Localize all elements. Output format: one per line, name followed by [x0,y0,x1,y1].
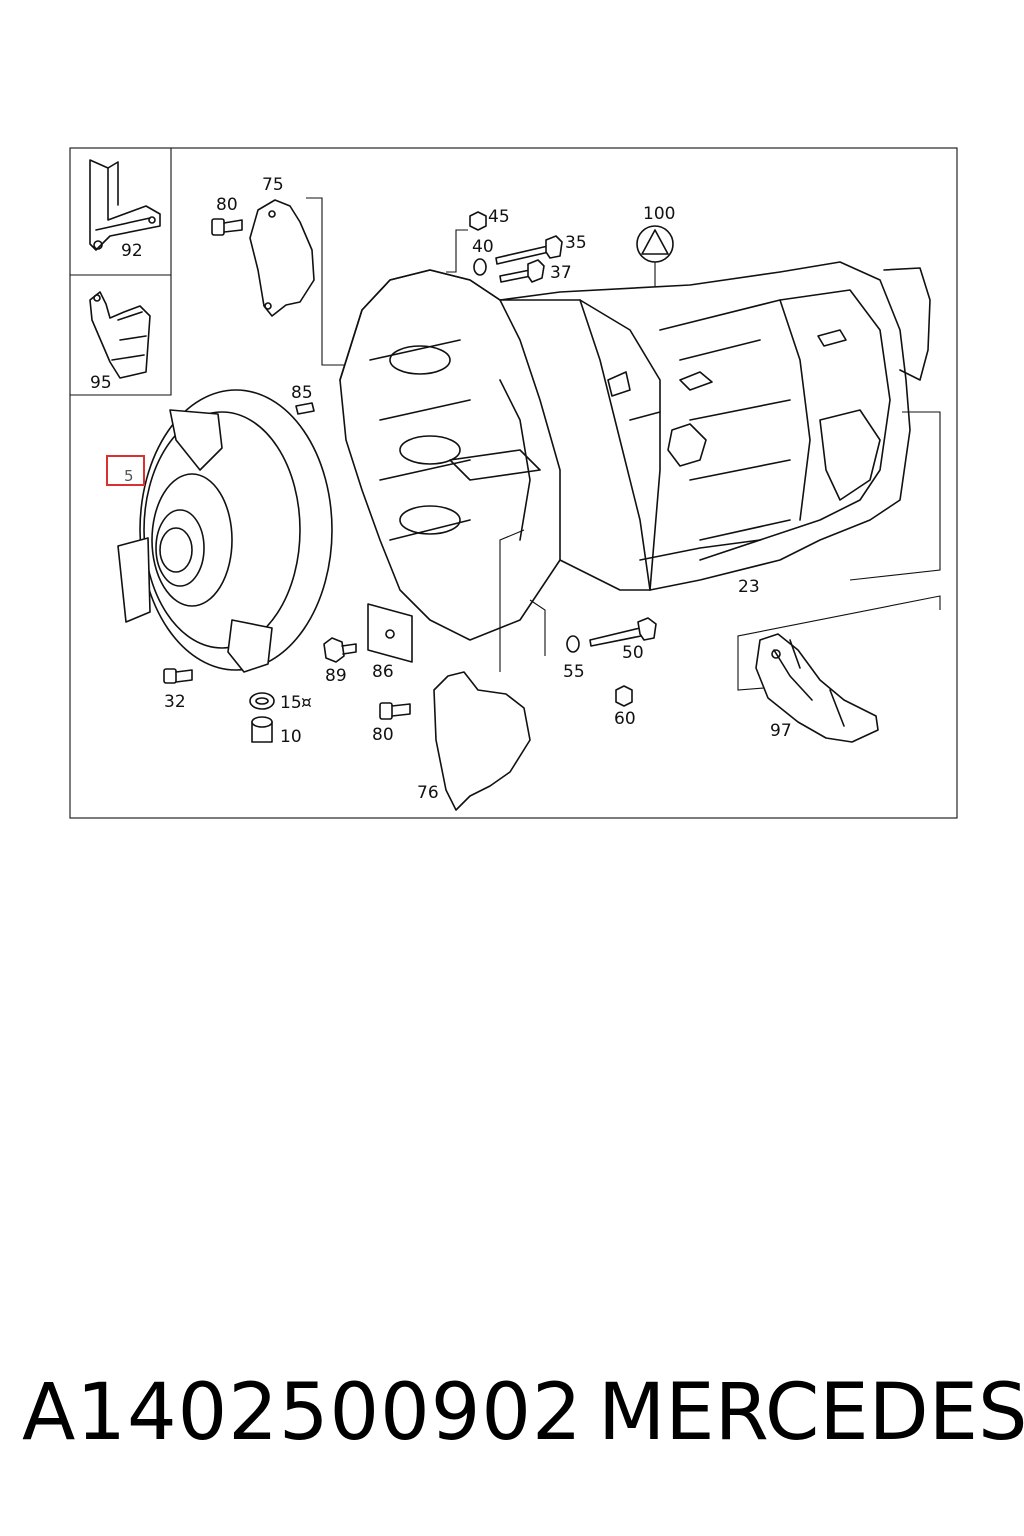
leader-97 [737,595,941,691]
leader-75 [306,197,360,366]
callout-15-mark: ¤ [301,693,312,713]
transmission-housing-drawing [339,261,931,641]
bolt-89-drawing [323,637,357,663]
callout-60: 60 [614,709,636,729]
leader-fasteners [446,229,468,273]
callout-32: 32 [164,692,186,712]
nut-60-drawing [615,685,633,707]
seal-15-plug-10-drawing [249,692,275,743]
callout-97: 97 [770,721,792,741]
callout-89: 89 [325,666,347,686]
bolt-80-bottom-drawing [379,702,411,720]
inset-frame [70,148,172,396]
callout-100: 100 [643,204,675,224]
cover-plate-76-drawing [433,671,531,811]
bolt-80-top-drawing [211,218,243,236]
brand-name: MERCEDES [598,1368,1024,1458]
washer-55-bolt-50-drawing [566,617,657,653]
fasteners-45-40-35-37-drawing [469,211,563,283]
callout-5: 5 [124,467,134,485]
callout-85: 85 [291,383,313,403]
mount-97-drawing [755,633,879,743]
callout-23: 23 [738,577,760,597]
pin-85-drawing [295,402,315,415]
callout-50: 50 [622,643,644,663]
bolt-32-drawing [163,668,193,684]
label-100-drawing [636,225,674,263]
torque-converter-drawing [117,389,333,673]
callout-80-top: 80 [216,195,238,215]
callout-15: 15 [280,693,302,713]
diagram-frame [69,147,958,819]
bracket-95-drawing [89,291,151,379]
callout-35: 35 [565,233,587,253]
callout-10: 10 [280,727,302,747]
exploded-parts-diagram: 92 95 80 75 85 45 40 35 37 1 [69,147,958,819]
callout-40: 40 [472,237,494,257]
caption: A1402500902 MERCEDES [0,1368,1024,1468]
highlight-box-5 [106,455,145,486]
leader-76 [499,529,525,672]
callout-80-bottom: 80 [372,725,394,745]
callout-75: 75 [262,175,284,195]
callout-76: 76 [417,783,439,803]
plate-86-drawing [367,603,413,663]
callout-45: 45 [488,207,510,227]
callout-92: 92 [121,241,143,261]
part-number: A1402500902 [22,1368,583,1458]
cover-plate-75-drawing [249,199,315,317]
bracket-92-drawing [89,159,161,251]
callout-55: 55 [563,662,585,682]
callout-86: 86 [372,662,394,682]
callout-95: 95 [90,373,112,393]
callout-37: 37 [550,263,572,283]
leader-23 [849,411,941,581]
leader-55 [529,599,546,656]
